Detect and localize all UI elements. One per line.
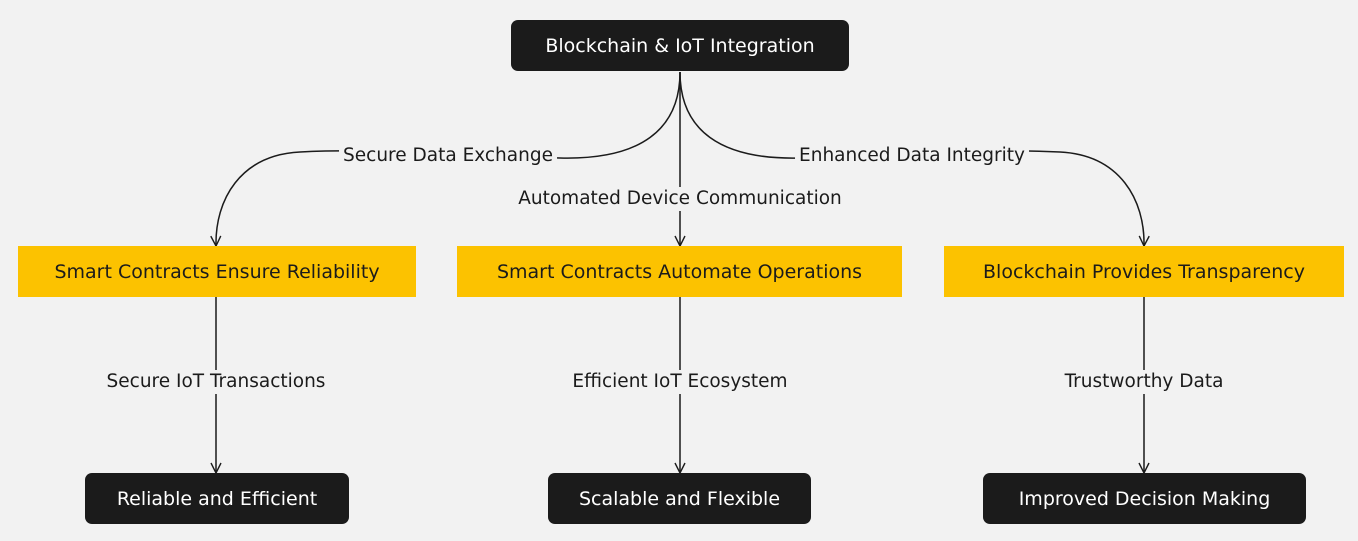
edge-label-efficient-iot-ecosystem: Efficient IoT Ecosystem xyxy=(568,370,792,394)
edge-label-enhanced-data-integrity: Enhanced Data Integrity xyxy=(795,144,1029,168)
edge-label-secure-iot-transactions: Secure IoT Transactions xyxy=(102,370,330,394)
node-label: Smart Contracts Ensure Reliability xyxy=(54,260,380,283)
node-blockchain-provides-transparency: Blockchain Provides Transparency xyxy=(944,246,1344,297)
node-smart-contracts-ensure-reliability: Smart Contracts Ensure Reliability xyxy=(18,246,416,297)
node-label: Smart Contracts Automate Operations xyxy=(496,260,863,283)
node-label: Blockchain Provides Transparency xyxy=(983,260,1305,283)
node-reliable-and-efficient: Reliable and Efficient xyxy=(85,473,349,524)
edge-label-trustworthy-data: Trustworthy Data xyxy=(1060,370,1228,394)
root-node: Blockchain & IoT Integration xyxy=(511,20,849,71)
node-smart-contracts-automate-operations: Smart Contracts Automate Operations xyxy=(457,246,902,297)
root-node-label: Blockchain & IoT Integration xyxy=(545,34,815,57)
edge-label-secure-data-exchange: Secure Data Exchange xyxy=(339,144,557,168)
node-label: Improved Decision Making xyxy=(1018,487,1271,510)
node-improved-decision-making: Improved Decision Making xyxy=(983,473,1306,524)
node-label: Reliable and Efficient xyxy=(116,487,318,510)
node-label: Scalable and Flexible xyxy=(578,487,781,510)
edge-label-automated-device-communication: Automated Device Communication xyxy=(514,187,846,211)
node-scalable-and-flexible: Scalable and Flexible xyxy=(548,473,811,524)
